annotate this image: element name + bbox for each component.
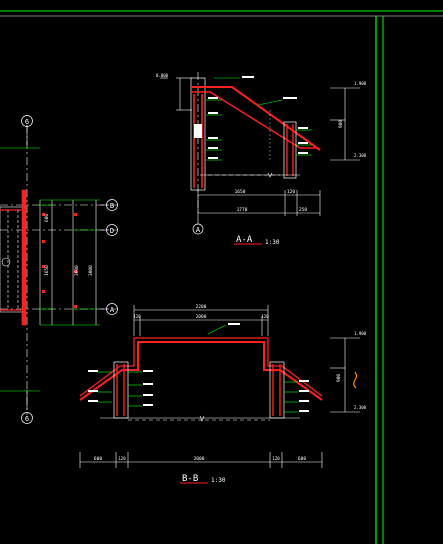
plan-dimensions: 600 1650 3600 3000: [44, 214, 94, 276]
section-bb: 2200 120 2000 120 600 120 2000 120 600 1…: [79, 304, 367, 484]
bb-dim-top-2000: 2000: [196, 314, 207, 320]
aa-elev-top: 1.900: [354, 81, 367, 86]
plan-dim-2: 1650: [44, 265, 50, 276]
axis-label-d: D: [110, 227, 114, 235]
bb-dim-bottom-600a: 600: [94, 456, 102, 462]
drawing-frame: [0, 10, 443, 544]
bb-scale: 1:30: [211, 477, 226, 484]
svg-text:0.000: 0.000: [156, 73, 169, 78]
bb-elev-top: 1.900: [354, 331, 367, 336]
section-aa: 0.000 1650 120 1770 250 A 1.900 2.300 90…: [156, 72, 367, 246]
axis-label-b: B: [110, 202, 114, 210]
plan-dim-3: 3600: [74, 265, 80, 276]
axis-label-bottom: 6: [25, 415, 29, 423]
aa-axis-label: A: [196, 226, 201, 234]
axis-label-a: A: [110, 306, 115, 314]
bb-dim-bottom-120a: 120: [118, 456, 126, 461]
axis-label-top: 6: [25, 118, 29, 126]
bb-dim-bottom-2000: 2000: [194, 456, 205, 462]
bb-title: B-B: [182, 474, 198, 484]
plan-dim-4: 3000: [88, 265, 94, 276]
aa-dim-1650: 1650: [235, 189, 246, 195]
bb-dim-top-120a: 120: [133, 314, 141, 319]
aa-dim-1770: 1770: [237, 207, 248, 213]
plan-axis-bubbles: 6 B D A 6: [21, 115, 118, 424]
aa-dim-120: 120: [287, 189, 295, 195]
bb-dim-2200: 2200: [196, 304, 207, 310]
aa-elev-bottom: 2.300: [354, 153, 367, 158]
bb-dim-bottom-600b: 600: [298, 456, 306, 462]
aa-dim-250: 250: [299, 207, 307, 213]
plan-dim-1: 600: [44, 214, 50, 222]
bb-dim-bottom-120b: 120: [272, 456, 280, 461]
aa-dim-right: 900: [338, 120, 344, 128]
bb-dim-right: 900: [336, 374, 342, 382]
aa-scale: 1:30: [265, 239, 280, 246]
plan-view: [0, 125, 118, 415]
bb-dim-top-120b: 120: [261, 314, 269, 319]
aa-title: A-A: [236, 235, 253, 245]
bb-elev-bottom: 2.300: [354, 405, 367, 410]
